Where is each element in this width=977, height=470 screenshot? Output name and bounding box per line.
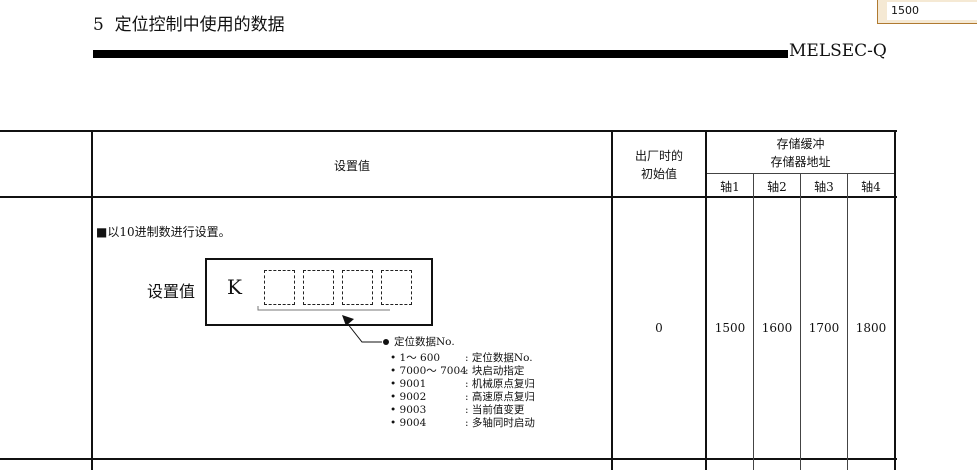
- tooltip: 1500: [877, 0, 977, 24]
- setting-note: ■以10进制数进行设置。: [96, 225, 231, 239]
- digit-box: [342, 270, 373, 305]
- list-item: • 9003: 当前值变更: [390, 404, 525, 416]
- list-item: • 9002: 高速原点复归: [390, 391, 535, 403]
- address-axis-4: 1800: [855, 321, 887, 335]
- header-axis-3: 轴3: [814, 180, 834, 194]
- setting-box: [205, 258, 433, 326]
- header-axis-2: 轴2: [767, 180, 787, 194]
- digit-box: [303, 270, 334, 305]
- data-no-list: • 1～ 600: 定位数据No. • 7000～ 7004: 块启动指定 • …: [390, 352, 535, 430]
- list-item: • 9004: 多轴同时启动: [390, 417, 535, 429]
- product-name: MELSEC-Q: [789, 41, 887, 61]
- header-axis-4: 轴4: [861, 180, 881, 194]
- digit-box: [264, 270, 295, 305]
- data-no-title: 定位数据No.: [394, 336, 455, 348]
- chapter-title: 5 定位控制中使用的数据: [93, 15, 285, 35]
- default-value: 0: [655, 321, 663, 335]
- header-setting-value: 设置值: [333, 159, 370, 173]
- header-bar: [93, 50, 788, 58]
- list-item: • 9001: 机械原点复归: [390, 378, 535, 390]
- address-axis-3: 1700: [808, 321, 840, 335]
- list-item: • 1～ 600: 定位数据No.: [390, 352, 533, 364]
- k-prefix: K: [227, 275, 242, 299]
- setting-label: 设置值: [147, 282, 196, 301]
- digit-box: [381, 270, 412, 305]
- header-default: 出厂时的 初始值: [634, 149, 683, 181]
- header-axis-1: 轴1: [720, 180, 740, 194]
- address-axis-1: 1500: [714, 321, 746, 335]
- tooltip-value: 1500: [887, 2, 977, 20]
- address-axis-2: 1600: [761, 321, 793, 335]
- bracket-arrow-icon: [257, 306, 390, 345]
- header-buffer-address: 存储缓冲 存储器地址: [770, 137, 831, 169]
- list-item: • 7000～ 7004: 块启动指定: [390, 365, 525, 377]
